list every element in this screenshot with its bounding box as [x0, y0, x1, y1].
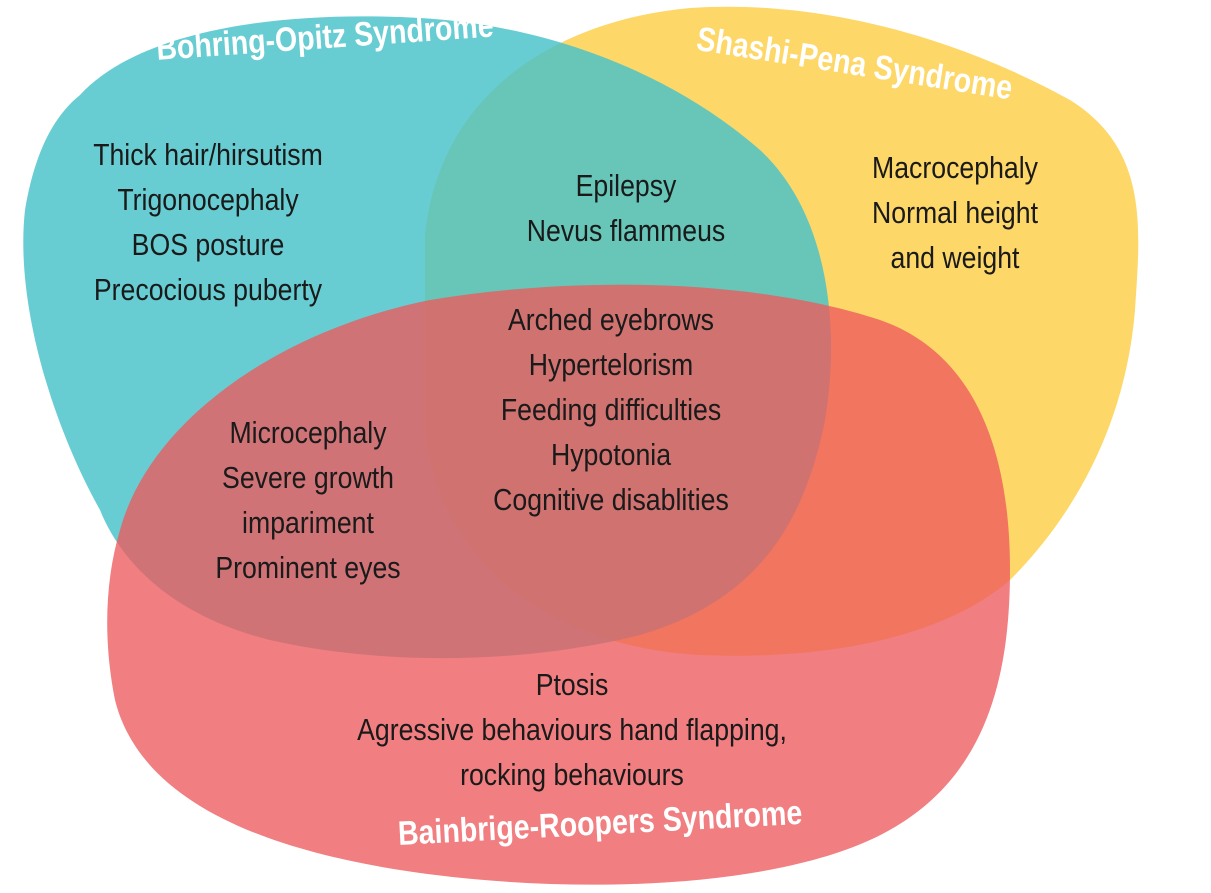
region-shashi-only: Macrocephaly Normal height and weight	[856, 145, 1054, 280]
region-item: Prominent eyes	[215, 550, 401, 585]
region-item: and weight	[890, 240, 1020, 275]
bainbridge-roopers-blob	[107, 284, 1010, 885]
region-item: rocking behaviours	[460, 757, 684, 792]
region-item: Normal height	[872, 195, 1038, 230]
region-item: Feeding difficulties	[500, 392, 722, 427]
region-item: Nevus flammeus	[526, 213, 726, 248]
region-item: Thick hair/hirsutism	[93, 137, 323, 172]
region-item: Severe growth	[222, 460, 394, 495]
region-item: Hypertelorism	[528, 347, 694, 382]
region-item: impariment	[242, 505, 374, 540]
region-item: Epilepsy	[575, 168, 677, 203]
region-bohring-only: Thick hair/hirsutism Trigonocephaly BOS …	[79, 132, 337, 312]
region-item: Ptosis	[535, 667, 609, 702]
region-bohring-shashi: Epilepsy Nevus flammeus	[514, 163, 738, 253]
region-item: Hypotonia	[550, 437, 672, 472]
region-item: BOS posture	[131, 227, 285, 262]
region-item: Microcephaly	[229, 415, 387, 450]
region-item: Agressive behaviours hand flapping,	[357, 712, 787, 747]
region-item: Arched eyebrows	[508, 302, 714, 337]
region-bainbridge-only: Ptosis Agressive behaviours hand flappin…	[348, 662, 795, 797]
region-bohring-bainbridge: Microcephaly Severe growth impariment Pr…	[196, 410, 420, 590]
region-all-three: Arched eyebrows Hypertelorism Feeding di…	[478, 297, 745, 522]
region-item: Macrocephaly	[872, 150, 1038, 185]
region-item: Cognitive disablities	[493, 482, 729, 517]
region-item: Precocious puberty	[93, 272, 323, 307]
region-item: Trigonocephaly	[117, 182, 299, 217]
